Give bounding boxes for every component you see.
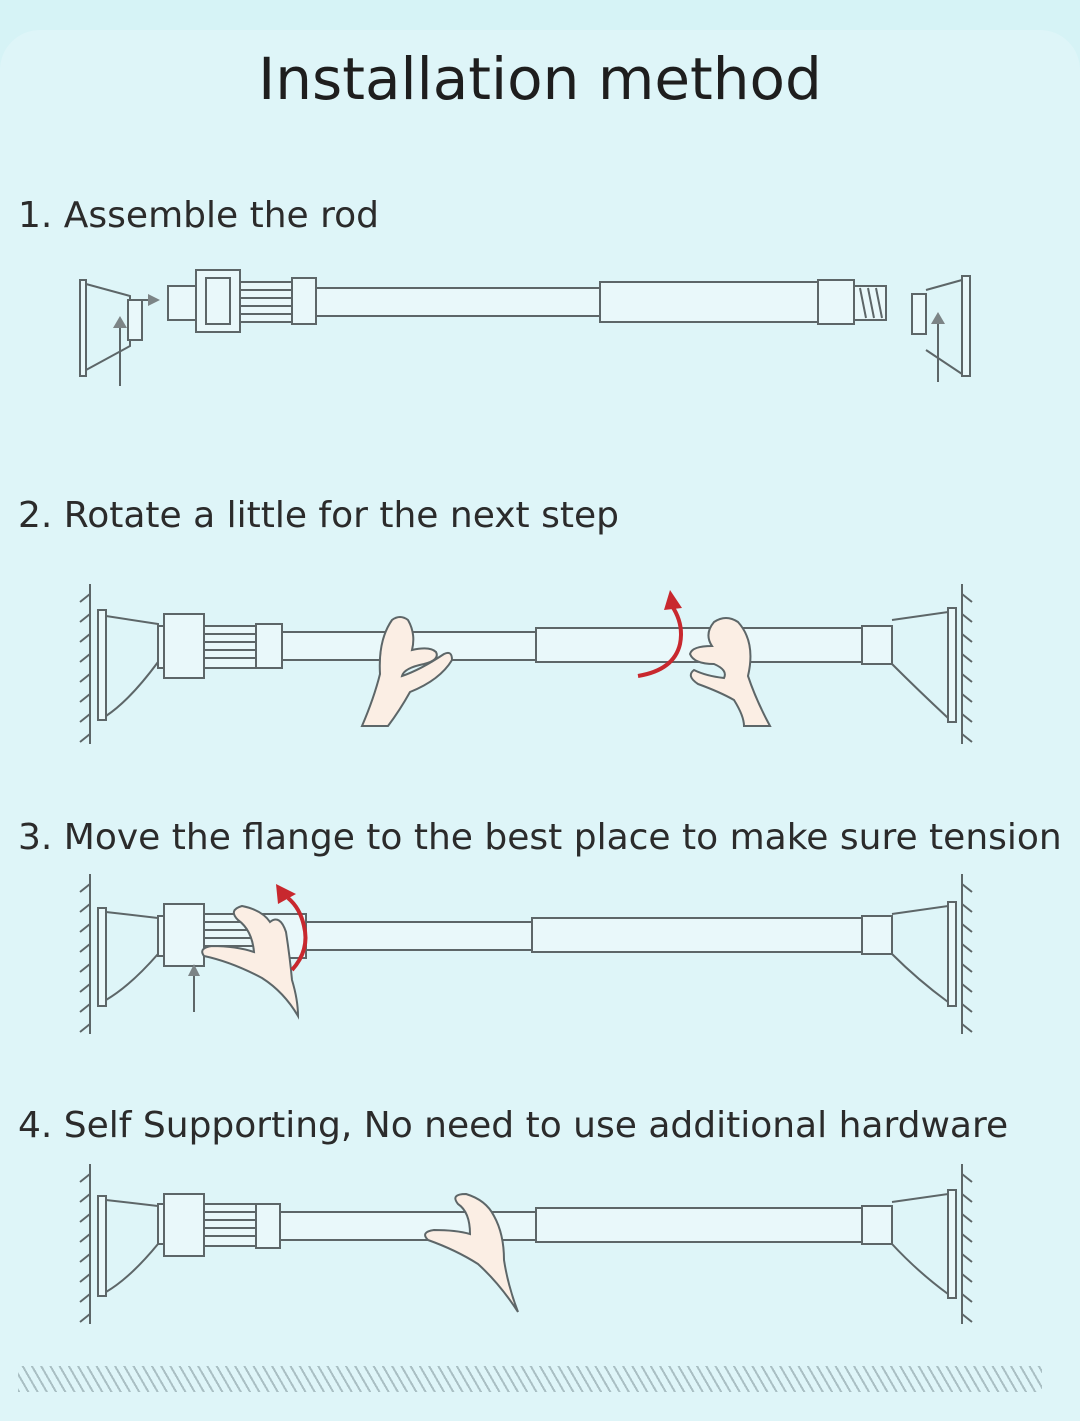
push-arrow-icon-left [113,294,160,386]
step-4-label: 4. Self Supporting, No need to use addit… [18,1105,1009,1146]
push-arrow-icon [188,964,200,1012]
wall-hatch-icon-right [961,874,973,1034]
decorative-stripe-border [18,1366,1042,1392]
rod-assembly [157,1193,893,1257]
suction-cup-icon-right [891,607,957,723]
rod-assembly [167,269,887,333]
hand-icon-right [688,617,772,727]
rotate-arrow-icon [637,590,683,678]
step-2-diagram [79,584,973,744]
content-panel [0,30,1080,1421]
step-3-diagram [79,874,973,1034]
step-4-diagram [79,1164,973,1324]
wall-hatch-icon-right [961,1164,973,1324]
suction-cup-icon-right [891,1189,957,1299]
hand-icon [201,904,300,1020]
suction-cup-icon-right [891,901,957,1007]
hand-icon-left [360,616,454,727]
page-title: Installation method [258,45,822,113]
step-2-label: 2. Rotate a little for the next step [18,495,619,536]
wall-hatch-icon-left [79,584,91,744]
wall-hatch-icon-left [79,874,91,1034]
step-3-label: 3. Move the flange to the best place to … [18,817,1062,858]
suction-cup-icon-left [79,279,143,377]
suction-cup-icon-left [97,907,159,1007]
hand-icon [424,1192,519,1313]
rod-assembly [157,613,893,679]
rotate-arrow-icon [276,884,308,972]
step-1-label: 1. Assemble the rod [18,195,380,236]
wall-hatch-icon-right [961,584,973,744]
step-1-diagram [79,269,971,386]
suction-cup-icon-left [97,609,159,721]
wall-hatch-icon-left [79,1164,91,1324]
suction-cup-icon-left [97,1195,159,1297]
suction-cup-icon-right [911,275,971,382]
